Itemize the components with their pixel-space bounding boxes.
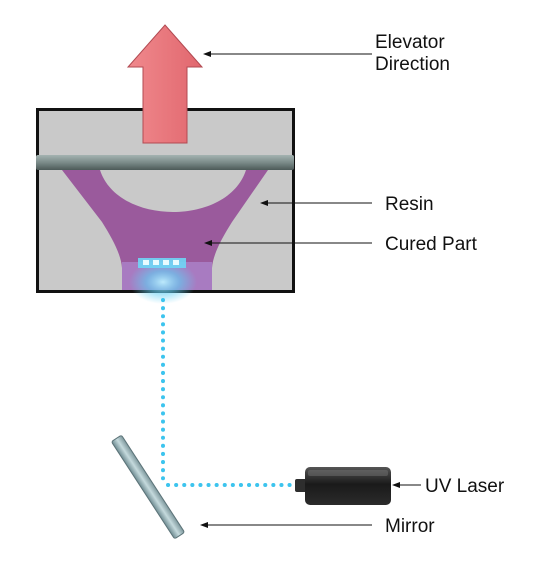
uv-spot [163, 260, 169, 265]
label-cured-part: Cured Part [385, 234, 478, 255]
uv-laser-module [295, 467, 391, 505]
leader-uv-laser [392, 482, 421, 488]
label-uv-laser: UV Laser [425, 476, 505, 497]
label-elevator-line2: Direction [375, 54, 450, 75]
uv-hotspot [138, 258, 186, 268]
leader-mirror [200, 522, 372, 528]
mirror [111, 435, 185, 539]
uv-spot [153, 260, 159, 265]
build-plate [36, 155, 294, 170]
leader-cured-part [204, 240, 372, 246]
label-elevator-line1: Elevator [375, 32, 445, 53]
leader-elevator [203, 51, 372, 57]
label-resin: Resin [385, 194, 434, 215]
cured-part-cutout [100, 170, 246, 212]
uv-glow [129, 260, 197, 304]
leader-resin [260, 200, 372, 206]
label-mirror: Mirror [385, 516, 435, 537]
elevator-arrow [126, 24, 204, 144]
uv-spot [143, 260, 149, 265]
uv-spot [173, 260, 179, 265]
